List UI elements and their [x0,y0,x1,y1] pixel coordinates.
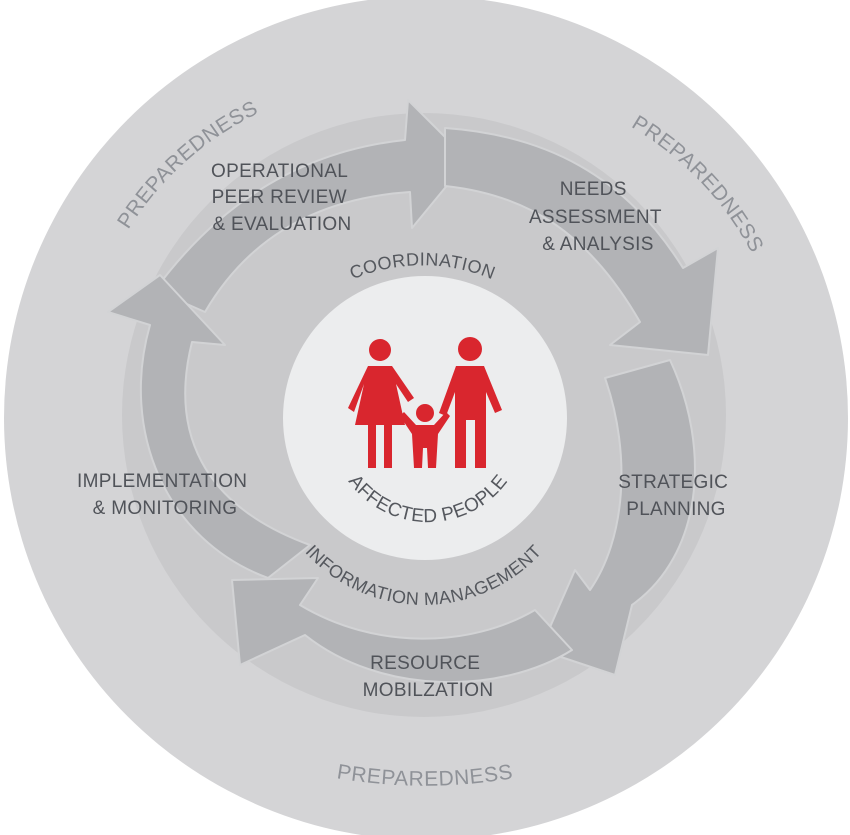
arrow-right-bottom [539,359,696,676]
step-strategic-planning: STRATEGIC PLANNING [618,472,734,520]
arrow-bottom [231,577,573,684]
step-operational-review: OPERATIONAL PEER REVIEW & EVALUATION [211,161,353,235]
step-resource-mobilization: RESOURCE MOBILZATION [363,653,494,701]
arrow-left [107,274,311,579]
step-implementation-monitoring: IMPLEMENTATION & MONITORING [77,471,253,519]
family-icon [348,337,502,468]
arrow-top [154,99,469,313]
arrow-right-top [444,127,719,356]
cycle-arrows [107,99,719,684]
step-needs-assessment: NEEDS ASSESSMENT & ANALYSIS [529,179,667,255]
